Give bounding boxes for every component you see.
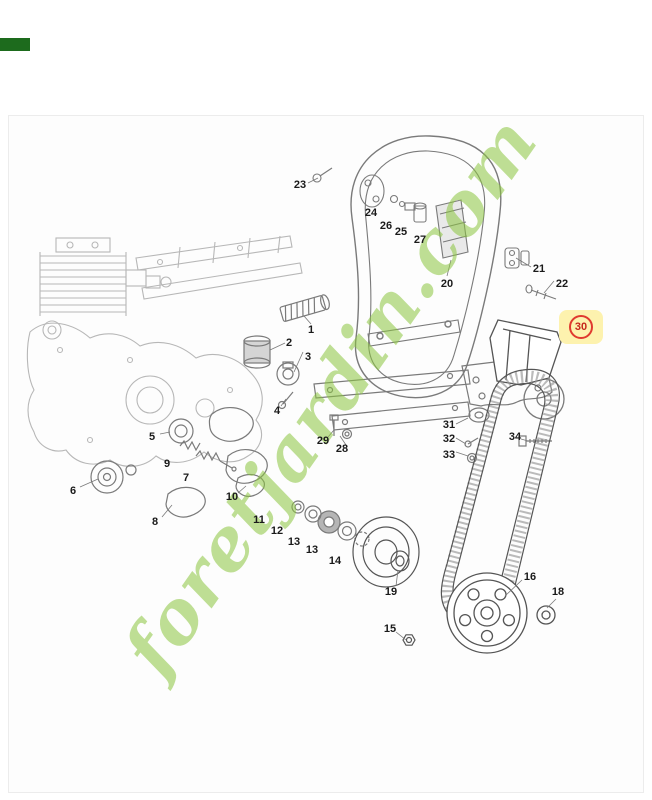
part-label-1-0: 1 <box>307 324 315 336</box>
selected-part-number: 30 <box>569 315 593 339</box>
handle-hardware <box>312 167 557 300</box>
part-label-23-22: 23 <box>293 179 307 191</box>
part-label-34-33: 34 <box>508 431 522 443</box>
part-label-13-13: 13 <box>305 544 319 556</box>
part-label-3-2: 3 <box>304 351 312 363</box>
part-label-9-8: 9 <box>163 458 171 470</box>
part-label-10-9: 10 <box>225 491 239 503</box>
belt-guard <box>489 319 565 420</box>
part-label-11-10: 11 <box>253 514 265 526</box>
part-label-21-20: 21 <box>532 263 546 275</box>
part-label-16-16: 16 <box>523 571 537 583</box>
part-label-13-12: 13 <box>287 536 301 548</box>
part-label-7-6: 7 <box>182 472 190 484</box>
loop-handle <box>350 135 502 399</box>
engine-silhouette <box>26 235 303 467</box>
part-label-5-4: 5 <box>148 431 156 443</box>
part-label-4-3: 4 <box>273 405 281 417</box>
part-label-31-30: 31 <box>442 419 456 431</box>
part-label-33-32: 33 <box>442 449 456 461</box>
part-label-8-7: 8 <box>151 516 159 528</box>
leader-lines <box>79 177 557 641</box>
part-label-22-21: 22 <box>555 278 569 290</box>
clutch-parts <box>90 294 370 547</box>
corner-flag <box>0 38 30 51</box>
part-label-19-18: 19 <box>384 586 398 598</box>
part-label-28-27: 28 <box>335 443 349 455</box>
part-label-18-17: 18 <box>551 586 565 598</box>
part-label-14-14: 14 <box>328 555 342 567</box>
part-label-20-19: 20 <box>440 278 454 290</box>
bottom-pulley <box>446 572 556 654</box>
part-label-26-25: 26 <box>379 220 393 232</box>
flange-wheel <box>352 516 420 646</box>
selected-part-badge[interactable]: 30 <box>559 310 603 344</box>
part-label-15-15: 15 <box>383 623 397 635</box>
part-label-2-1: 2 <box>285 337 293 349</box>
part-label-27-26: 27 <box>413 234 427 246</box>
part-label-29-28: 29 <box>316 435 330 447</box>
part-label-24-23: 24 <box>364 207 378 219</box>
part-label-6-5: 6 <box>69 485 77 497</box>
part-label-12-11: 12 <box>270 525 284 537</box>
part-label-32-31: 32 <box>442 433 456 445</box>
part-label-25-24: 25 <box>394 226 408 238</box>
